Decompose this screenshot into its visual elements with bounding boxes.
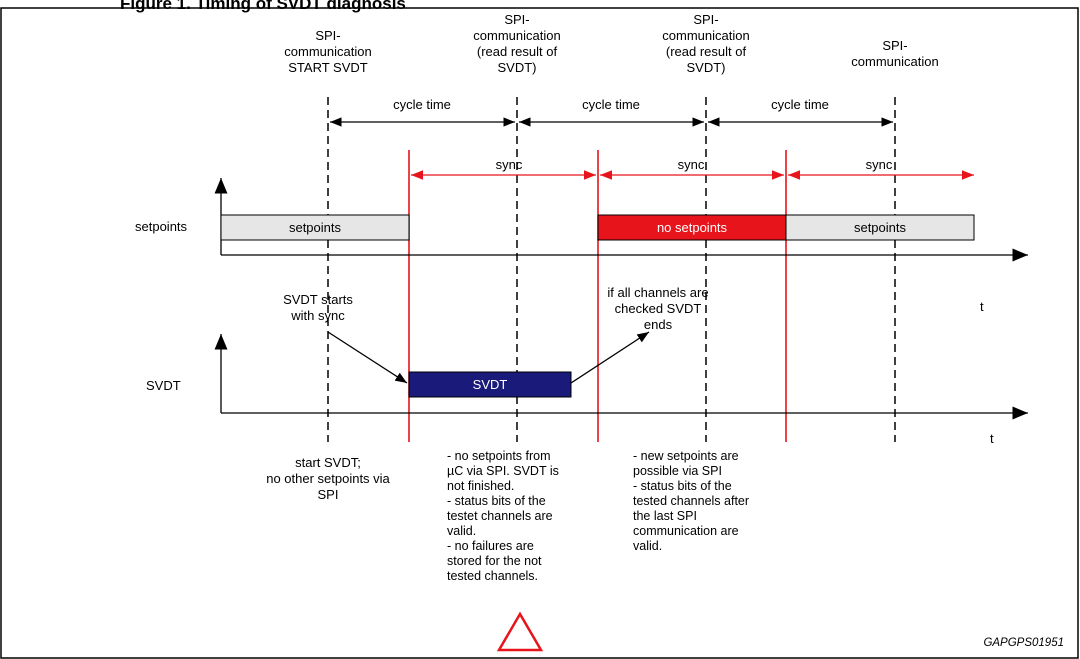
cycle-time-label-1: cycle time <box>393 97 451 112</box>
svdt-axis-label: SVDT <box>146 378 181 393</box>
figure-frame <box>0 7 1079 659</box>
spi-label-4: SPI- communication <box>851 38 939 69</box>
figure-title: Figure 1. Timing of SVDT diagnosis <box>120 0 406 13</box>
spi-label-1: SPI- communication START SVDT <box>284 28 372 75</box>
svdt-ends-annotation: if all channels are checked SVDT ends <box>607 285 709 332</box>
no-setpoints-bar <box>597 214 787 241</box>
svdt-starts-annotation: SVDT starts with sync <box>283 292 353 323</box>
note-start-svdt: start SVDT; no other setpoints via SPI <box>266 455 390 502</box>
note-during-svdt: - no setpoints from µC via SPI. SVDT is … <box>447 449 559 583</box>
svdt-start-arrow <box>327 331 408 384</box>
svdt-bar-label: SVDT <box>472 377 508 392</box>
note-after-svdt: - new setpoints are possible via SPI - s… <box>633 449 750 553</box>
figure-id: GAPGPS01951 <box>983 637 1064 649</box>
sync-label-3: sync <box>865 157 893 172</box>
sync-label-2: sync <box>677 157 705 172</box>
warning-triangle-icon <box>496 611 544 652</box>
setpoints-axis-label: setpoints <box>135 219 188 234</box>
time-label-setpoints: t <box>980 299 984 314</box>
setpoints-bar-1-label: setpoints <box>288 220 342 235</box>
sync-label-1: sync <box>495 157 523 172</box>
setpoints-bar-2 <box>785 214 975 241</box>
svdt-bar <box>408 371 572 398</box>
cycle-time-label-3: cycle time <box>771 97 829 112</box>
setpoints-bar-2-label: setpoints <box>853 220 907 235</box>
svdt-end-arrow <box>570 331 650 384</box>
spi-label-3: SPI- communication (read result of SVDT) <box>662 12 750 75</box>
time-label-svdt: t <box>990 431 994 446</box>
cycle-time-label-2: cycle time <box>582 97 640 112</box>
no-setpoints-bar-label: no setpoints <box>656 220 728 235</box>
spi-label-2: SPI- communication (read result of SVDT) <box>473 12 561 75</box>
setpoints-bar-1 <box>220 214 410 241</box>
